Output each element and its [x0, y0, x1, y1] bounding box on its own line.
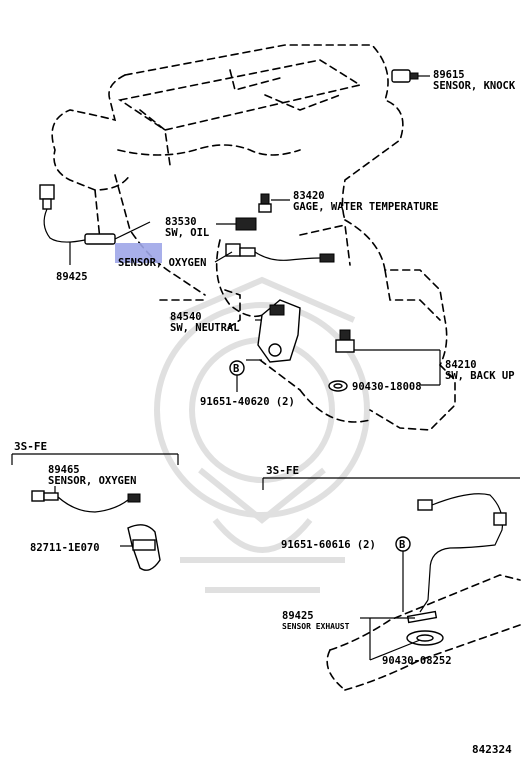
part-number-90430-18008: 90430-18008 [352, 381, 422, 393]
part-name-neutral-switch: SW, NEUTRAL [170, 322, 240, 334]
part-number-83530: 83530 [165, 216, 197, 228]
exhaust-pipe-part [326, 574, 521, 691]
part-number-83420: 83420 [293, 190, 325, 202]
leader-lines-top [69, 242, 233, 265]
part-number-91651-60616: 91651-60616 (2) [281, 539, 376, 551]
bolt-b-callout-bottom: B [395, 536, 411, 612]
backup-switch-part [335, 329, 441, 386]
diagram-id: 842324 [472, 743, 512, 756]
neutral-switch-part [246, 299, 301, 363]
part-name-knock-sensor: SENSOR, KNOCK [433, 80, 516, 92]
bolt-b-label-top: B [233, 363, 239, 375]
part-number-90430-08252: 90430-08252 [382, 655, 452, 667]
exhaust-sensor-part [417, 493, 507, 613]
water-temp-gage-part [258, 193, 290, 213]
leader-lines-bottom [360, 617, 421, 661]
part-name-oxygen-sensor: SENSOR, OXYGEN [118, 257, 207, 269]
part-number-89615: 89615 [433, 69, 465, 81]
part-name-backup-switch: SW, BACK UP [445, 370, 515, 382]
section-right-title: 3S-FE [266, 464, 299, 477]
oxygen-sensor-center-part [225, 243, 335, 263]
section-right-bracket [262, 477, 520, 490]
oxygen-sensor-3sfe-part [31, 486, 141, 513]
part-name-oil-switch: SW, OIL [165, 227, 209, 239]
bolt-b-label-bottom: B [399, 539, 405, 551]
part-name-sensor-exhaust: SENSOR EXHAUST [282, 622, 350, 631]
clamp-82711-part [120, 524, 161, 571]
highlight-box[interactable] [115, 243, 162, 263]
part-number-84540: 84540 [170, 311, 202, 323]
part-number-89465: 89465 [48, 464, 80, 476]
section-left-title: 3S-FE [14, 440, 47, 453]
part-number-82711: 82711-1E070 [30, 542, 100, 554]
knock-sensor-part [391, 69, 430, 83]
part-name-water-temp-gage: GAGE, WATER TEMPERATURE [293, 201, 438, 213]
gasket-18008-part [328, 380, 348, 392]
part-number-91651-40620: 91651-40620 (2) [200, 396, 295, 408]
part-name-oxygen-sensor-3sfe: SENSOR, OXYGEN [48, 475, 137, 487]
section-left-bracket [11, 453, 179, 465]
part-number-89425: 89425 [282, 610, 314, 622]
bolt-b-callout-top: B [229, 360, 245, 392]
part-number-89425-main: 89425 [56, 271, 88, 283]
oxygen-sensor-left-part [39, 184, 151, 245]
oil-switch-part [216, 217, 257, 231]
part-number-84210: 84210 [445, 359, 477, 371]
